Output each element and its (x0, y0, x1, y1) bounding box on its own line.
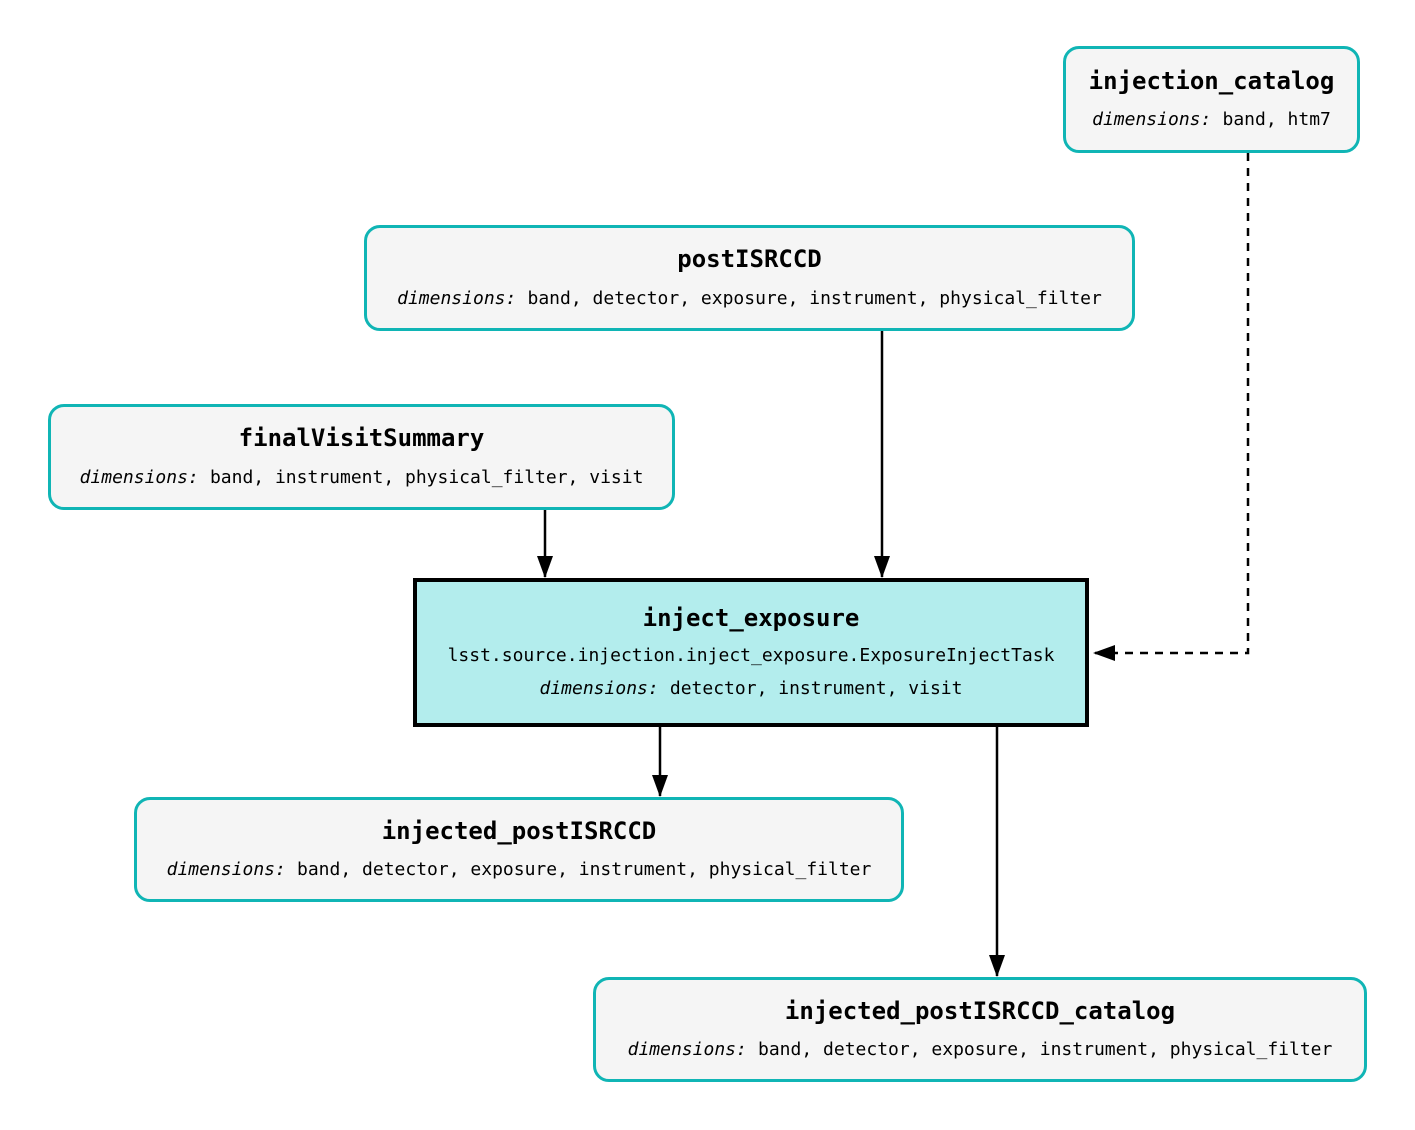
dimensions-value: band, detector, exposure, instrument, ph… (527, 287, 1102, 309)
dimensions-value: band, instrument, physical_filter, visit (209, 466, 644, 488)
dimensions-label: dimensions: (79, 466, 199, 488)
node-dimensions: dimensions: band, detector, exposure, ins… (628, 1040, 1333, 1061)
node-dimensions: dimensions: band, instrument, physical_fi… (79, 466, 644, 489)
dimensions-value: detector, instrument, visit (669, 678, 963, 700)
task-class-path: lsst.source.injection.inject_exposure.Ex… (447, 644, 1055, 666)
dimensions-value: band, htm7 (1222, 109, 1331, 131)
node-dimensions: dimensions: band, htm7 (1092, 110, 1331, 131)
node-title: inject_exposure (642, 604, 860, 633)
dimensions-label: dimensions: (397, 287, 517, 309)
dimensions-value: band, detector, exposure, instrument, ph… (297, 859, 872, 881)
node-inject-exposure-task: inject_exposure lsst.source.injection.in… (413, 578, 1089, 727)
node-injection-catalog: injection_catalog dimensions: band, htm7 (1063, 46, 1360, 153)
edge-injection-catalog-to-inject-exposure (1093, 153, 1250, 661)
dimensions-label: dimensions: (1092, 109, 1212, 131)
dimensions-label: dimensions: (166, 859, 286, 881)
node-title: postISRCCD (677, 245, 822, 274)
node-dimensions: dimensions: band, detector, exposure, ins… (167, 860, 872, 881)
node-title: injected_postISRCCD_catalog (784, 996, 1176, 1025)
node-title: injection_catalog (1088, 66, 1335, 95)
dimensions-label: dimensions: (627, 1039, 747, 1061)
node-finalvisitsummary: finalVisitSummary dimensions: band, instr… (48, 404, 675, 510)
node-title: finalVisitSummary (238, 424, 485, 453)
dimensions-label: dimensions: (539, 678, 659, 700)
node-injected-postisrccd: injected_postISRCCD dimensions: band, det… (134, 797, 904, 902)
dimensions-value: band, detector, exposure, instrument, ph… (758, 1039, 1333, 1061)
node-dimensions: dimensions: band, detector, exposure, ins… (397, 287, 1102, 310)
node-injected-postisrccd-catalog: injected_postISRCCD_catalog dimensions: b… (593, 977, 1367, 1082)
node-title: injected_postISRCCD (381, 816, 657, 845)
node-postisrccd: postISRCCD dimensions: band, detector, ex… (364, 225, 1135, 331)
node-dimensions: dimensions: detector, instrument, visit (539, 678, 963, 700)
